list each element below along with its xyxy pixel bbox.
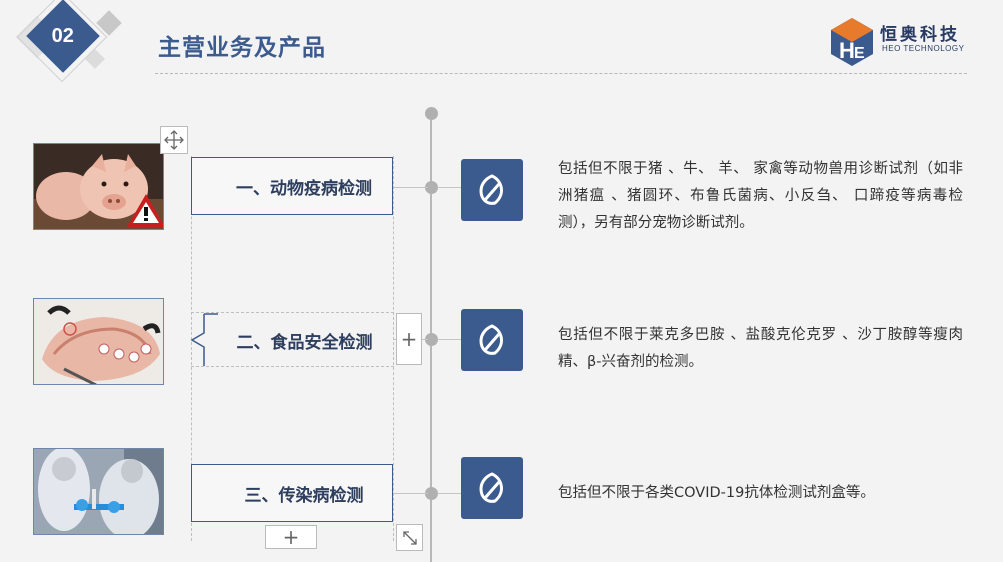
leaf-tile-2 [461, 309, 523, 371]
category-label: 三、传染病检测 [244, 485, 364, 506]
logo-name-en: HEO TECHNOLOGY [882, 44, 965, 53]
move-handle[interactable] [160, 126, 188, 154]
photo-pig-warning [33, 143, 164, 230]
photo-meat-inspection [33, 298, 164, 385]
category-label: 二、食品安全检测 [236, 332, 373, 353]
callout-bracket-icon [190, 313, 218, 366]
svg-text:E: E [854, 45, 865, 62]
category-label: 一、动物疫病检测 [236, 178, 372, 199]
timeline-top-dot [425, 107, 438, 120]
timeline-dot-1 [425, 181, 438, 194]
add-right-button[interactable]: + [396, 313, 422, 365]
leaf-icon [479, 324, 503, 355]
resize-handle[interactable] [396, 524, 423, 551]
connector-3b [437, 493, 461, 494]
connector-2b [437, 339, 461, 340]
leaf-icon [479, 472, 503, 503]
timeline-dot-2 [425, 333, 438, 346]
description-infectious-disease: 包括但不限于各类COVID-19抗体检测试剂盒等。 [558, 485, 875, 501]
plus-icon: + [400, 327, 418, 351]
connector-1 [394, 187, 428, 188]
logo-name-cn: 恒奥科技 [880, 25, 960, 45]
pig-image-icon [34, 144, 163, 229]
selection-guide-mid [191, 366, 394, 367]
meat-image-icon [34, 299, 163, 384]
connector-1b [437, 187, 461, 188]
category-food-safety[interactable]: 二、食品安全检测 [191, 313, 394, 367]
description-food-safety: 包括但不限于莱克多巴胺 、盐酸克伦克罗 、沙丁胺醇等瘦肉精、β-兴奋剂的检测。 [558, 327, 963, 370]
lab-image-icon [34, 449, 163, 534]
company-logo-icon: H E [831, 18, 873, 66]
resize-diagonal-icon [402, 530, 417, 545]
leaf-tile-1 [461, 159, 523, 221]
page-title: 主营业务及产品 [158, 35, 326, 61]
plus-icon: + [282, 525, 300, 549]
connector-3 [394, 493, 428, 494]
leaf-tile-3 [461, 457, 523, 519]
category-infectious-disease[interactable]: 三、传染病检测 [191, 464, 393, 522]
svg-text:H: H [839, 38, 855, 63]
header-divider [155, 73, 967, 74]
category-animal-disease[interactable]: 一、动物疫病检测 [191, 157, 393, 215]
timeline-dot-3 [425, 487, 438, 500]
selection-guide-left [191, 156, 192, 541]
add-bottom-button[interactable]: + [265, 525, 317, 549]
section-number: 02 [51, 24, 75, 47]
photo-lab-testing [33, 448, 164, 535]
leaf-icon [479, 174, 503, 205]
selection-guide-top [191, 312, 394, 313]
selection-guide-right [393, 156, 394, 541]
description-animal-disease: 包括但不限于猪 、牛、 羊、 家禽等动物兽用诊断试剂（如非洲猪瘟 、猪圆环、布鲁… [558, 161, 963, 231]
move-arrows-icon [164, 130, 184, 150]
